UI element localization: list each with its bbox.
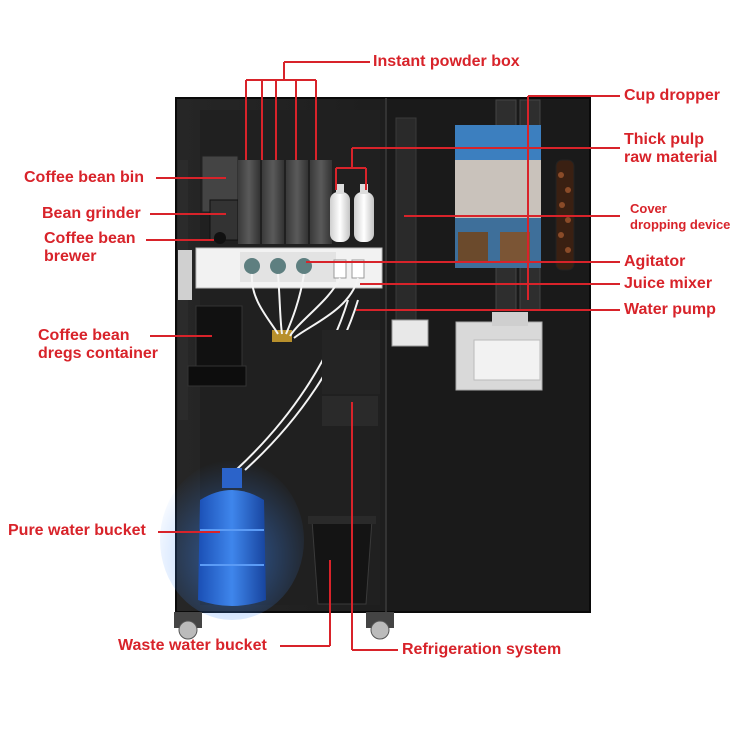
instant-powder-canisters	[238, 160, 332, 244]
label-coffee-bean-dregs-container: Coffee bean dregs container	[38, 327, 158, 363]
label-dregs-line1: Coffee bean	[38, 327, 130, 344]
label-coffee-bean-brewer: Coffee bean brewer	[44, 230, 136, 266]
label-cup-dropper: Cup dropper	[624, 87, 720, 104]
callout-lines	[146, 61, 620, 651]
label-water-pump: Water pump	[624, 301, 716, 318]
label-pure-water-bucket: Pure water bucket	[8, 522, 146, 539]
label-refrigeration-system: Refrigeration system	[402, 641, 562, 658]
label-brewer-line2: brewer	[44, 248, 97, 265]
label-cover-line2: dropping device	[630, 217, 731, 232]
label-thick-pulp-line2: raw material	[624, 149, 718, 166]
refrigeration-box	[322, 330, 380, 426]
label-juice-mixer: Juice mixer	[624, 275, 713, 292]
coffee-dregs-container	[187, 305, 247, 387]
thick-pulp-bottles	[330, 184, 374, 242]
mixing-shelf	[195, 247, 383, 289]
label-instant-powder-box: Instant powder box	[373, 53, 520, 70]
label-waste-water-bucket: Waste water bucket	[118, 637, 267, 654]
label-coffee-bean-bin: Coffee bean bin	[24, 169, 145, 186]
label-cover-dropping-device: Cover dropping device	[630, 201, 730, 233]
label-bean-grinder: Bean grinder	[42, 205, 141, 222]
label-thick-pulp-raw-material: Thick pulp raw material	[624, 131, 717, 167]
label-cover-line1: Cover	[630, 201, 667, 216]
label-brewer-line1: Coffee bean	[44, 230, 136, 247]
label-thick-pulp-line1: Thick pulp	[624, 131, 704, 148]
wheels	[174, 612, 394, 640]
label-dregs-line2: dregs container	[38, 345, 159, 362]
water-pump	[391, 319, 429, 347]
waste-water-bucket	[308, 516, 376, 605]
pure-water-bucket	[160, 460, 304, 620]
bean-grinder	[209, 199, 239, 244]
cup-station	[455, 312, 543, 391]
water-tubes	[235, 273, 359, 471]
label-agitator: Agitator	[624, 253, 686, 270]
cup-images	[455, 125, 541, 268]
